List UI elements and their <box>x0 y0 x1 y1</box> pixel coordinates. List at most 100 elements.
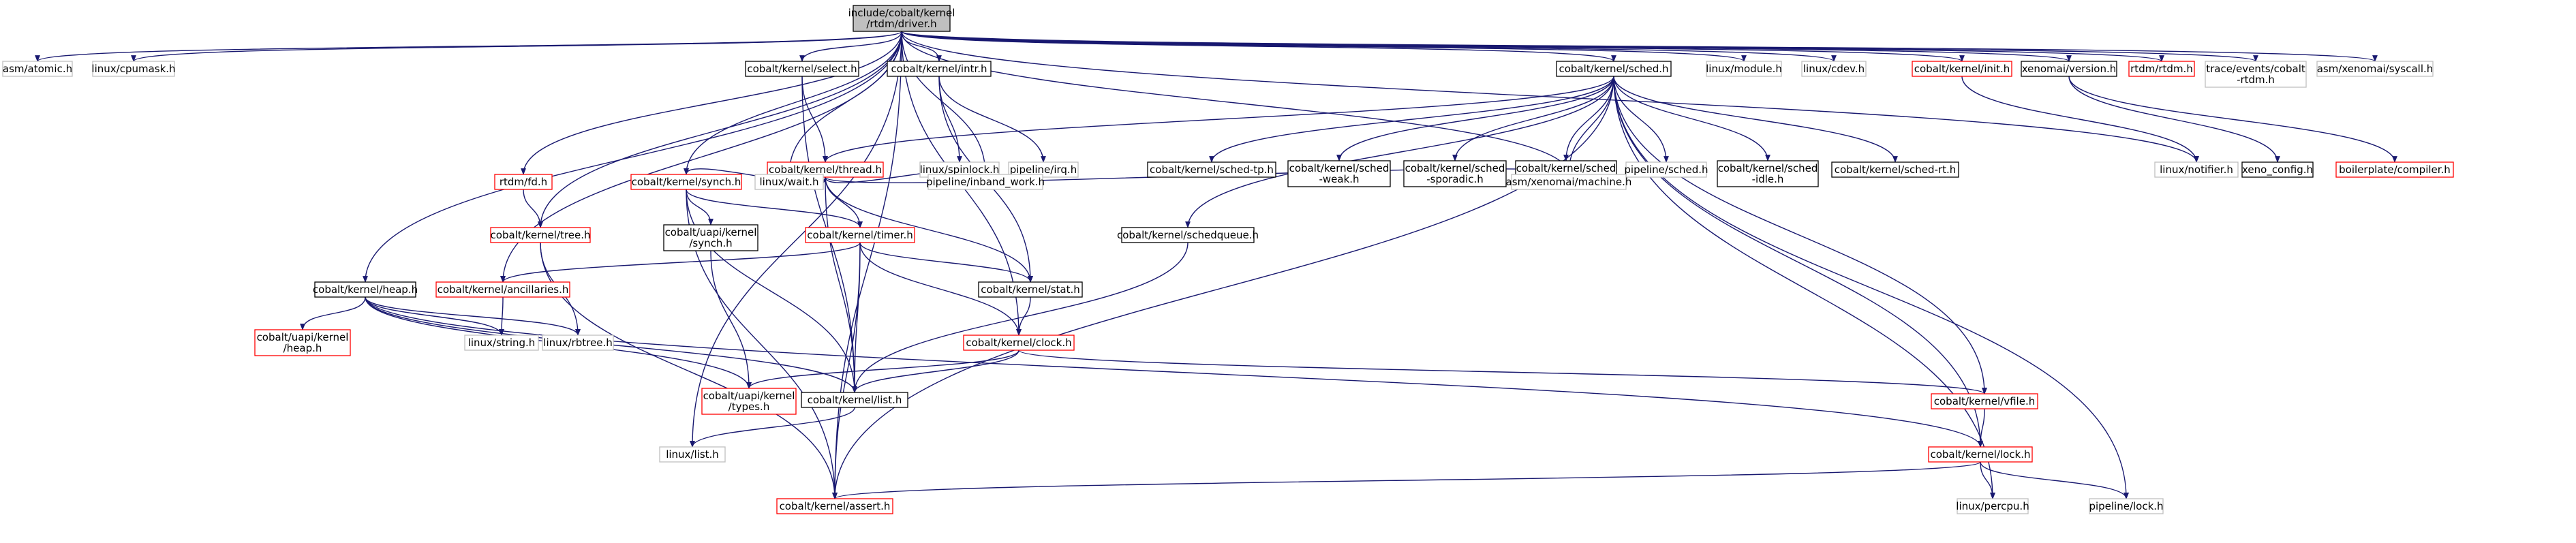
edge-kernel_heap-to-linux_rbtree <box>365 296 581 336</box>
node-linux-notifier[interactable]: linux/notifier.h <box>2154 161 2239 178</box>
node-box <box>2 61 73 77</box>
edge-kernel_select-to-kernel_thread <box>801 76 828 163</box>
node-label: asm/atomic.h <box>3 63 72 75</box>
edge-kernel_intr-to-linux_spinlock <box>938 76 962 163</box>
node-linux-rbtree[interactable]: linux/rbtree.h <box>542 335 614 351</box>
node-linux-spinlock[interactable]: linux/spinlock.h <box>919 161 1000 178</box>
node-label: pipeline/irq.h <box>1010 164 1077 176</box>
edge-kernel_thread-to-kernel_stat <box>825 176 1033 283</box>
node-sched-weak[interactable]: cobalt/kernel/sched-weak.h <box>1287 160 1391 187</box>
node-kernel-ancillaries[interactable]: cobalt/kernel/ancillaries.h <box>435 281 570 298</box>
node-uapi-heap[interactable]: cobalt/uapi/kernel/heap.h <box>254 329 351 356</box>
node-label: cobalt/kernel/assert.h <box>780 500 891 512</box>
edge-kernel_lock-to-pipeline_lock <box>1980 461 2129 499</box>
node-rtdm-fd[interactable]: rtdm/fd.h <box>494 174 553 190</box>
node-pipeline-lock[interactable]: pipeline/lock.h <box>2089 498 2164 514</box>
node-kernel-intr[interactable]: cobalt/kernel/intr.h <box>887 61 992 77</box>
node-box <box>659 446 726 463</box>
node-kernel-thread[interactable]: cobalt/kernel/thread.h <box>767 161 884 178</box>
node-label: cobalt/kernel/sched <box>1718 162 1818 174</box>
node-label: linux/list.h <box>666 448 719 461</box>
node-kernel-synch[interactable]: cobalt/kernel/synch.h <box>630 174 742 190</box>
node-linux-cpumask[interactable]: linux/cpumask.h <box>91 61 176 77</box>
node-box <box>1556 61 1672 77</box>
node-kernel-schedqueue[interactable]: cobalt/kernel/schedqueue.h <box>1117 227 1259 243</box>
node-uapi-types[interactable]: cobalt/uapi/kernel/types.h <box>701 388 797 415</box>
node-pipeline-inband[interactable]: pipeline/inband_work.h <box>926 174 1045 190</box>
node-trace-events[interactable]: trace/events/cobalt-rtdm.h <box>2205 61 2307 88</box>
node-label: rtdm/rtdm.h <box>2130 63 2193 75</box>
node-linux-module[interactable]: linux/module.h <box>1706 61 1782 77</box>
edge-kernel_timer-to-kernel_ancillaries <box>500 242 861 283</box>
edge-root-to-kernel_select <box>799 31 902 62</box>
edge-root-to-kernel_assert <box>832 31 902 499</box>
node-sched-rt[interactable]: cobalt/kernel/sched-rt.h <box>1831 161 1959 178</box>
node-linux-string[interactable]: linux/string.h <box>464 335 539 351</box>
node-box <box>435 281 570 298</box>
node-linux-cdev[interactable]: linux/cdev.h <box>1801 61 1867 77</box>
node-box <box>1008 161 1079 178</box>
edge-kernel_sched-to-sched_weak <box>1336 76 1614 161</box>
node-kernel-vfile[interactable]: cobalt/kernel/vfile.h <box>1931 393 2038 409</box>
node-sched-sporadic[interactable]: cobalt/kernel/sched-sporadic.h <box>1403 160 1507 187</box>
node-uapi-synch[interactable]: cobalt/uapi/kernel/synch.h <box>663 224 758 251</box>
node-kernel-heap[interactable]: cobalt/kernel/heap.h <box>313 281 418 298</box>
edge-kernel_sched-to-kernel_assert <box>832 76 1614 499</box>
node-sched-idle[interactable]: cobalt/kernel/sched-idle.h <box>1717 160 1819 187</box>
edge-kernel_list-to-linux_list <box>690 407 855 448</box>
node-box <box>1957 498 2029 514</box>
node-box <box>2154 161 2239 178</box>
node-kernel-sched[interactable]: cobalt/kernel/sched.h <box>1556 61 1672 77</box>
node-sched-tp[interactable]: cobalt/kernel/sched-tp.h <box>1147 161 1276 178</box>
node-pipeline-irq[interactable]: pipeline/irq.h <box>1008 161 1079 178</box>
node-box <box>853 5 951 32</box>
node-root[interactable]: include/cobalt/kernel/rtdm/driver.h <box>848 5 955 32</box>
edge-root-to-linux_cpumask <box>131 31 902 62</box>
edge-root-to-rtdm_fd <box>521 31 902 175</box>
node-xenomai-version[interactable]: xenomai/version.h <box>2021 61 2117 77</box>
node-box <box>2021 61 2117 77</box>
edge-kernel_heap-to-linux_string <box>365 296 504 336</box>
node-label: -idle.h <box>1752 173 1784 185</box>
node-label: cobalt/kernel/sched <box>1516 162 1616 174</box>
edge-rtdm_fd-to-kernel_tree <box>523 189 543 228</box>
node-asm-machine[interactable]: asm/xenomai/machine.h <box>1506 174 1632 190</box>
node-label: /synch.h <box>689 237 732 249</box>
node-xeno-config[interactable]: xeno_config.h <box>2241 161 2314 178</box>
node-asm-syscall[interactable]: asm/xenomai/syscall.h <box>2316 61 2434 77</box>
edge-uapi_synch-to-uapi_types <box>710 250 752 389</box>
node-kernel-stat[interactable]: cobalt/kernel/stat.h <box>978 281 1083 298</box>
node-kernel-list[interactable]: cobalt/kernel/list.h <box>801 392 908 408</box>
node-label: -weak.h <box>1319 173 1359 185</box>
node-box <box>1717 160 1819 187</box>
node-kernel-tree[interactable]: cobalt/kernel/tree.h <box>490 227 591 243</box>
node-linux-list[interactable]: linux/list.h <box>659 446 726 463</box>
node-linux-percpu[interactable]: linux/percpu.h <box>1956 498 2029 514</box>
node-label: cobalt/kernel/intr.h <box>891 63 987 75</box>
node-asm-atomic[interactable]: asm/atomic.h <box>2 61 73 77</box>
node-box <box>2205 61 2307 88</box>
node-label: linux/spinlock.h <box>920 164 1000 176</box>
edge-kernel_ancillaries-to-linux_string <box>499 296 504 336</box>
node-linux-wait[interactable]: linux/wait.h <box>754 174 824 190</box>
node-label: cobalt/kernel/lock.h <box>1930 448 2030 461</box>
node-box <box>2241 161 2314 178</box>
node-boilerplate-compiler[interactable]: boilerplate/compiler.h <box>2335 161 2454 178</box>
node-kernel-select[interactable]: cobalt/kernel/select.h <box>745 61 859 77</box>
node-kernel-timer[interactable]: cobalt/kernel/timer.h <box>805 227 915 243</box>
node-kernel-init[interactable]: cobalt/kernel/init.h <box>1912 61 2012 77</box>
node-label: pipeline/sched.h <box>1624 164 1708 176</box>
node-pipeline-sched[interactable]: pipeline/sched.h <box>1624 161 1708 178</box>
node-label: linux/notifier.h <box>2160 164 2233 176</box>
node-label: cobalt/kernel/schedqueue.h <box>1117 229 1259 241</box>
node-rtdm-rtdm[interactable]: rtdm/rtdm.h <box>2128 61 2195 77</box>
node-label: cobalt/kernel/synch.h <box>632 176 741 188</box>
node-box <box>963 335 1075 351</box>
node-kernel-lock[interactable]: cobalt/kernel/lock.h <box>1928 446 2033 463</box>
node-kernel-clock[interactable]: cobalt/kernel/clock.h <box>963 335 1075 351</box>
edge-kernel_synch-to-kernel_timer <box>686 189 863 228</box>
node-label: linux/percpu.h <box>1956 500 2029 512</box>
node-box <box>801 392 908 408</box>
node-kernel-assert[interactable]: cobalt/kernel/assert.h <box>776 498 893 514</box>
edge-kernel_lock-to-kernel_assert <box>832 461 1981 499</box>
